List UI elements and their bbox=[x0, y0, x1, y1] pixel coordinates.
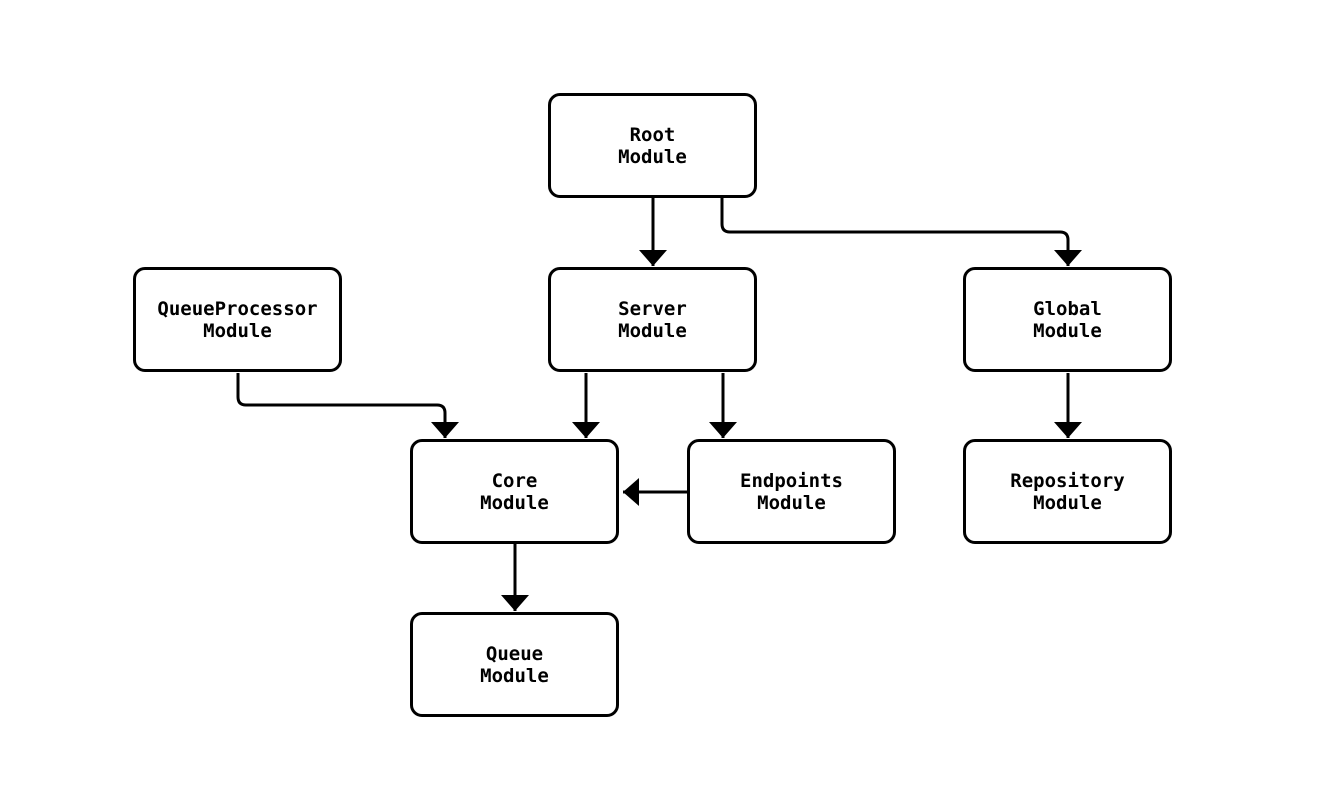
node-endpoints-module-label-line1: Endpoints bbox=[740, 469, 843, 492]
node-queueprocessor-module-label-line2: Module bbox=[203, 319, 272, 342]
node-global-module-label-line2: Module bbox=[1033, 319, 1102, 342]
node-root-module: Root Module bbox=[548, 93, 757, 198]
node-server-module-label-line1: Server bbox=[618, 297, 687, 320]
node-repository-module: Repository Module bbox=[963, 439, 1172, 544]
node-queueprocessor-module: QueueProcessor Module bbox=[133, 267, 342, 372]
node-root-module-label-line2: Module bbox=[618, 145, 687, 168]
node-global-module-label-line1: Global bbox=[1033, 297, 1102, 320]
node-root-module-label-line1: Root bbox=[629, 123, 676, 146]
node-queueprocessor-module-label-line1: QueueProcessor bbox=[157, 297, 318, 320]
edge-queueprocessor-to-core-arrow bbox=[236, 373, 459, 438]
node-server-module: Server Module bbox=[548, 267, 757, 372]
node-core-module-label-line2: Module bbox=[480, 491, 549, 514]
node-server-module-label-line2: Module bbox=[618, 319, 687, 342]
node-queue-module-label-line1: Queue bbox=[485, 642, 544, 665]
edge-root-to-global-arrow bbox=[720, 198, 1082, 266]
node-global-module: Global Module bbox=[963, 267, 1172, 372]
node-repository-module-label-line2: Module bbox=[1033, 491, 1102, 514]
node-repository-module-label-line1: Repository bbox=[1010, 469, 1125, 492]
node-core-module: Core Module bbox=[410, 439, 619, 544]
node-endpoints-module-label-line2: Module bbox=[757, 491, 826, 514]
node-queue-module-label-line2: Module bbox=[480, 664, 549, 687]
node-queue-module: Queue Module bbox=[410, 612, 619, 717]
node-core-module-label-line1: Core bbox=[491, 469, 538, 492]
node-endpoints-module: Endpoints Module bbox=[687, 439, 896, 544]
